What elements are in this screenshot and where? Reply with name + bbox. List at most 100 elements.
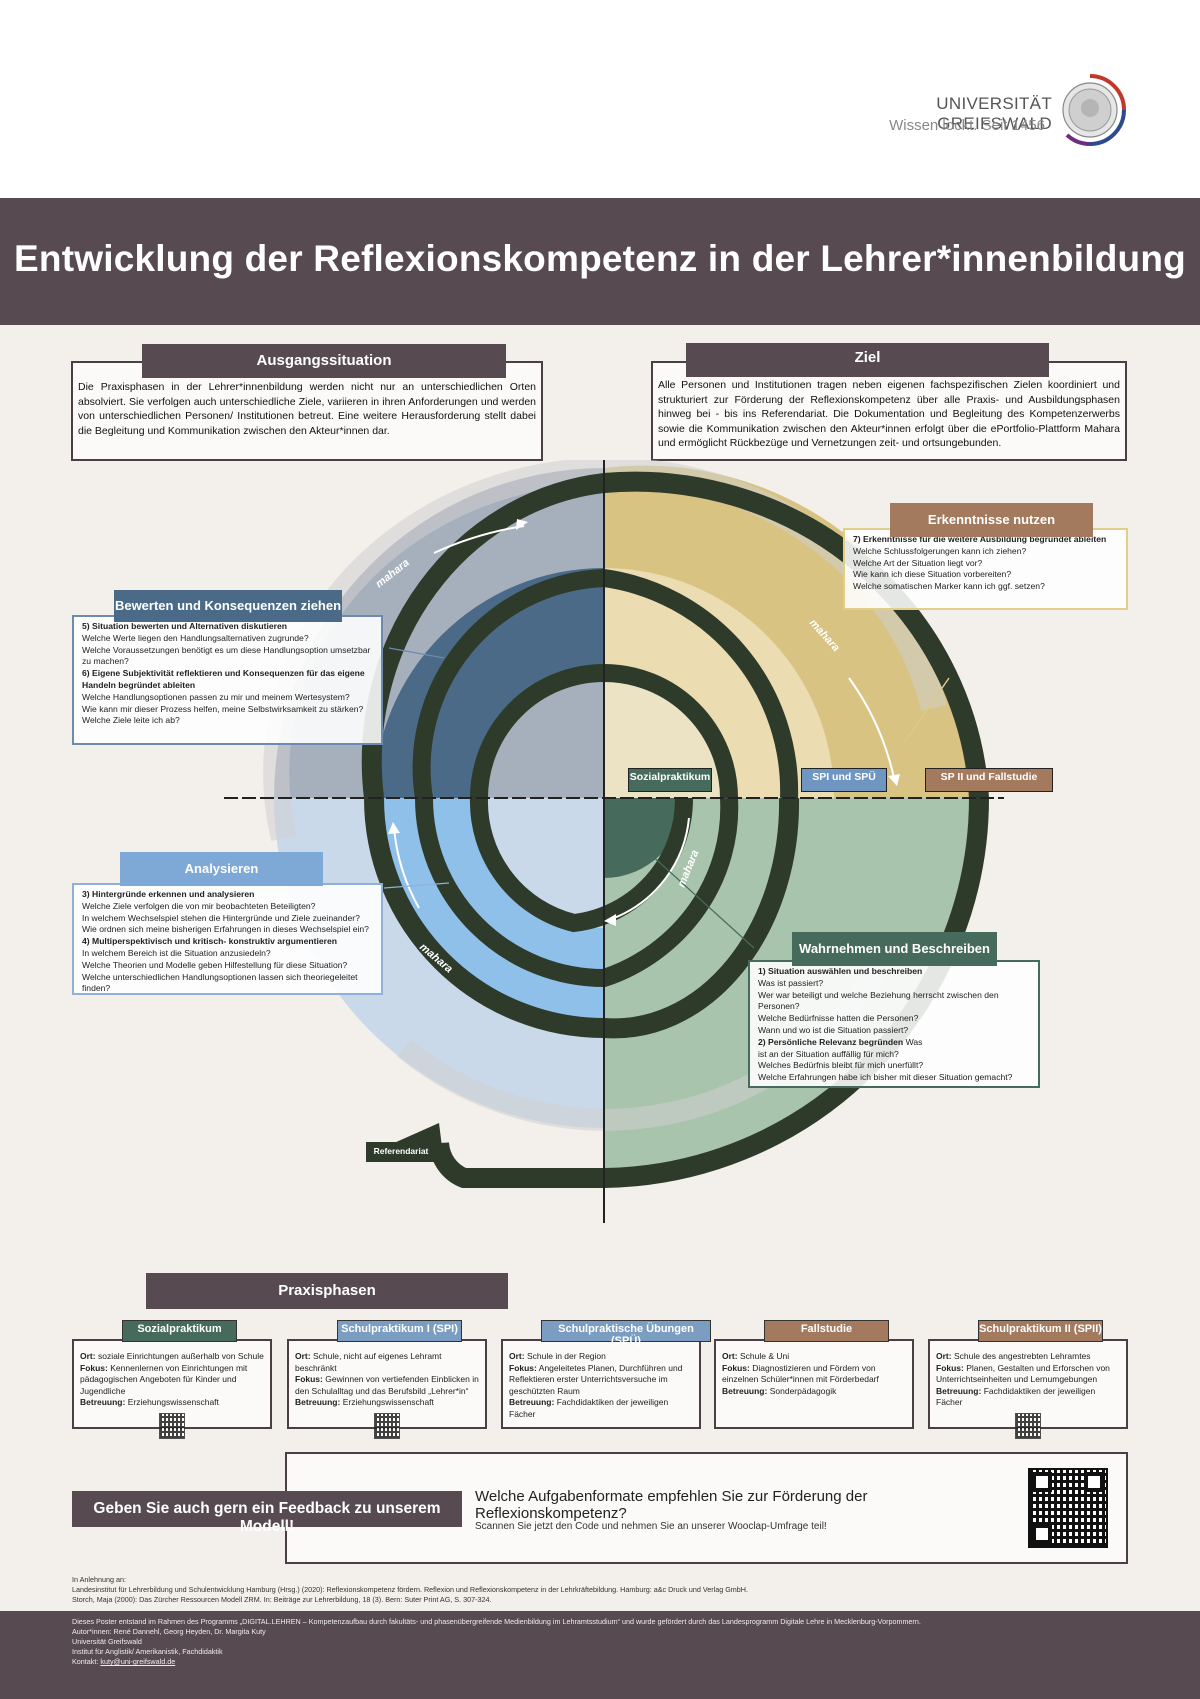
phase-betreuung: Betreuung: Fachdidaktiken der jeweiligen… — [936, 1385, 1096, 1408]
wahrnehmen-item: Welche Erfahrungen habe ich bisher mit d… — [758, 1072, 1013, 1083]
phase-ort: Ort: soziale Einrichtungen außerhalb von… — [80, 1351, 264, 1361]
analysieren-item: Welche unterschiedlichen Handlungsoption… — [82, 971, 358, 994]
analysieren-item: Welche Ziele verfolgen die von mir beoba… — [82, 900, 316, 911]
wahrnehmen-item: Welches Bedürfnis bleibt für mich unerfü… — [758, 1060, 924, 1071]
phase-fokus: Fokus: Kennenlernen von Einrichtungen mi… — [80, 1362, 248, 1396]
footer-institute: Institut für Anglistik/ Amerikanistik, F… — [72, 1647, 223, 1656]
label-referendariat: Referendariat — [366, 1142, 436, 1162]
phase-card: Ort: Schule, nicht auf eigenes Lehramt b… — [287, 1339, 487, 1439]
label-spii-fallstudie: SP II und Fallstudie — [925, 768, 1053, 792]
footer-contact: Kontakt: kuty@uni-greifswald.de — [72, 1657, 1142, 1667]
bewerten-item: Welche Handlungsoptionen passen zu mir u… — [82, 691, 350, 702]
phase-ort: Ort: Schule, nicht auf eigenes Lehramt b… — [295, 1351, 442, 1373]
analysieren-item: 3) Hintergründe erkennen und analysieren — [82, 889, 255, 899]
analysieren-item: In welchem Wechselspiel stehen die Hinte… — [82, 912, 360, 923]
analysieren-heading: Analysieren — [120, 852, 323, 886]
footer — [0, 1611, 1200, 1699]
phase-betreuung: Betreuung: Erziehungswissenschaft — [80, 1397, 219, 1407]
analysieren-item: 4) Multiperspektivisch und kritisch- kon… — [82, 936, 338, 947]
analysieren-item: Wie ordnen sich meine bisherigen Erfahru… — [82, 924, 369, 935]
label-spi-spue: SPI und SPÜ — [801, 768, 887, 792]
analysieren-item: Welche Theorien und Modelle geben Hilfes… — [82, 959, 348, 970]
feedback-qr-code[interactable] — [1028, 1468, 1108, 1548]
erkenntnisse-item: Welche somatischen Marker kann ich ggf. … — [853, 581, 1045, 592]
phase-fokus: Fokus: Diagnostizieren und Fördern von e… — [722, 1362, 879, 1385]
erkenntnisse-box: 7) Erkenntnisse für die weitere Ausbildu… — [843, 528, 1128, 610]
label-sozialpraktikum: Sozialpraktikum — [628, 768, 712, 792]
phase-fokus: Fokus: Gewinnen von vertiefenden Einblic… — [295, 1374, 479, 1396]
analysieren-box: 3) Hintergründe erkennen und analysieren… — [72, 883, 383, 995]
university-name: UNIVERSITÄT GREIFSWALD — [936, 94, 1052, 133]
phase-ort: Ort: Schule & Uni — [722, 1351, 790, 1361]
quadrant-tr-inner — [604, 668, 734, 798]
phase-ort: Ort: Schule in der Region — [509, 1351, 606, 1361]
wahrnehmen-item: Welche Bedürfnisse hatten die Personen? — [758, 1013, 919, 1024]
bewerten-item: 5) Situation bewerten und Alternativen d… — [82, 621, 288, 631]
wahrnehmen-item: Wann und wo ist die Situation passiert? — [758, 1024, 909, 1035]
praxisphasen-heading: Praxisphasen — [146, 1273, 508, 1309]
erkenntnisse-item: Welche Art der Situation liegt vor? — [853, 557, 983, 568]
reference-intro: In Anlehnung an: — [72, 1575, 126, 1584]
feedback-button[interactable]: Geben Sie auch gern ein Feedback zu unse… — [72, 1491, 462, 1535]
erkenntnisse-heading: Erkenntnisse nutzen — [890, 503, 1093, 537]
phase-heading: Schulpraktikum II (SPII) — [978, 1320, 1103, 1342]
ausgangssituation-text: Die Praxisphasen in der Lehrer*innenbild… — [78, 381, 536, 437]
reflection-spiral-diagram: mahara mahara mahara mahara — [224, 460, 1004, 1223]
bewerten-heading: Bewerten und Konsequenzen ziehen — [114, 590, 342, 622]
analysieren-item: In welchem Bereich ist die Situation anz… — [82, 947, 271, 958]
erkenntnisse-item: 7) Erkenntnisse für die weitere Ausbildu… — [853, 534, 1107, 544]
spiral-inner — [469, 663, 738, 933]
ziel-text: Alle Personen und Institutionen tragen n… — [658, 379, 1120, 450]
bewerten-item: Welche Voraussetzungen benötigt es um di… — [82, 644, 371, 667]
bewerten-item: 6) Eigene Subjektivität reflektieren und… — [82, 668, 365, 690]
phase-heading: Schulpraktikum I (SPI) — [337, 1320, 462, 1342]
references: In Anlehnung an: Landesinstitut für Lehr… — [72, 1575, 1122, 1605]
university-tagline: Wissen lockt. Seit 1456 — [889, 117, 1045, 134]
phase-betreuung: Betreuung: Fachdidaktiken der jeweiligen… — [509, 1397, 669, 1419]
university-seal-logo — [1062, 74, 1126, 146]
phase-betreuung: Betreuung: Erziehungswissenschaft — [295, 1397, 434, 1407]
footer-authors: Autor*innen: René Dannehl, Georg Heyden,… — [72, 1627, 266, 1636]
phase-heading: Schulpraktische Übungen (SPÜ) — [541, 1320, 711, 1347]
phase-fokus: Fokus: Planen, Gestalten und Erforschen … — [936, 1362, 1110, 1385]
quadrant-br-inner — [604, 798, 684, 878]
ziel-box: Alle Personen und Institutionen tragen n… — [651, 361, 1127, 461]
phase-ort: Ort: Schule des angestrebten Lehramtes — [936, 1351, 1091, 1361]
wahrnehmen-heading: Wahrnehmen und Beschreiben — [792, 932, 997, 966]
bewerten-box: 5) Situation bewerten und Alternativen d… — [72, 615, 383, 745]
spiral-middle — [412, 568, 799, 988]
phase-card: Ort: soziale Einrichtungen außerhalb von… — [72, 1339, 272, 1439]
reference-1: Landesinstitut für Lehrerbildung und Sch… — [72, 1585, 748, 1594]
phase-qr-code[interactable] — [374, 1412, 400, 1439]
phase-betreuung: Betreuung: Sonderpädagogik — [722, 1385, 837, 1396]
footer-contact-label: Kontakt: — [72, 1657, 101, 1666]
bewerten-item: Welche Ziele leite ich ab? — [82, 715, 180, 726]
header-area — [0, 0, 1200, 198]
poster-title: Entwicklung der Reflexionskompetenz in d… — [14, 238, 1186, 279]
wahrnehmen-item: 2) Persönliche Relevanz begründen Was — [758, 1036, 923, 1047]
feedback-subtext: Scannen Sie jetzt den Code und nehmen Si… — [475, 1521, 827, 1532]
feedback-question: Welche Aufgabenformate empfehlen Sie zur… — [475, 1488, 868, 1522]
footer-funding: Dieses Poster entstand im Rahmen des Pro… — [72, 1617, 921, 1626]
ausgangssituation-heading: Ausgangssituation — [142, 344, 506, 378]
wahrnehmen-item: Was ist passiert? — [758, 977, 824, 988]
bewerten-item: Welche Werte liegen den Handlungsalterna… — [82, 632, 309, 643]
wahrnehmen-item: 1) Situation auswählen und beschreiben — [758, 966, 923, 976]
footer-contact-email[interactable]: kuty@uni-greifswald.de — [100, 1657, 176, 1666]
footer-text: Dieses Poster entstand im Rahmen des Pro… — [72, 1617, 1142, 1667]
erkenntnisse-item: Welche Schlussfolgerungen kann ich ziehe… — [853, 545, 1027, 556]
erkenntnisse-item: Wie kann ich diese Situation vorbereiten… — [853, 569, 1012, 580]
phase-qr-code[interactable] — [159, 1412, 185, 1439]
phase-qr-code[interactable] — [1015, 1412, 1041, 1439]
phase-fokus: Fokus: Angeleitetes Planen, Durchführen … — [509, 1362, 683, 1396]
ziel-heading: Ziel — [686, 343, 1049, 377]
phase-heading: Sozialpraktikum — [122, 1320, 237, 1342]
quadrant-tl-inner — [474, 668, 604, 798]
phase-heading: Fallstudie — [764, 1320, 889, 1342]
quadrant-bl-inner — [474, 798, 604, 928]
bewerten-item: Wie kann mir dieser Prozess helfen, mein… — [82, 703, 364, 714]
wahrnehmen-item: Wer war beteiligt und welche Beziehung h… — [758, 989, 999, 1012]
